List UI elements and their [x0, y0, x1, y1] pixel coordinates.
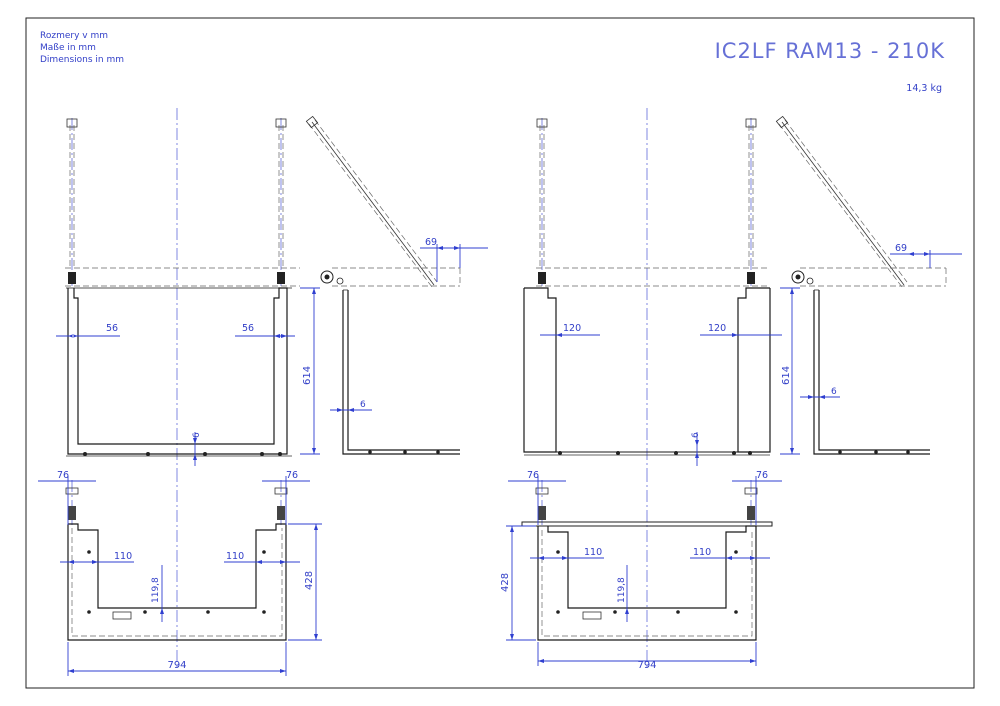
- dim-plan-depth-offset: 119,8: [617, 577, 627, 603]
- dim-bottom-gap: 6: [691, 432, 701, 438]
- dim-side-height: 614: [781, 366, 792, 385]
- right-side-view: 69 614 6: [775, 115, 962, 455]
- dim-left-gap: 120: [563, 323, 581, 334]
- drawing-title: IC2LF RAM13 - 210K: [715, 39, 946, 63]
- right-front-view: 120 120 6: [523, 108, 782, 470]
- dim-plan-edge-left: 76: [57, 470, 69, 481]
- units-note-cs: Rozmery v mm: [40, 31, 108, 41]
- dim-left-gap: 56: [106, 323, 118, 334]
- left-plan-view: 76 76 110 110 119,8 428 794: [38, 470, 322, 676]
- dim-side-height: 614: [302, 366, 313, 385]
- units-note-en: Dimensions in mm: [40, 55, 124, 65]
- dim-right-gap: 120: [708, 323, 726, 334]
- dim-lid-overhang: 69: [425, 237, 437, 248]
- dim-bottom-gap: 6: [192, 432, 202, 438]
- dim-plan-inset-left: 110: [584, 547, 602, 558]
- dim-plan-inset-right: 110: [226, 551, 244, 562]
- dim-plan-edge-right: 76: [756, 470, 768, 481]
- weight-label: 14,3 kg: [906, 83, 942, 94]
- dim-wall-thickness: 6: [831, 387, 837, 397]
- units-note-de: Maße in mm: [40, 43, 96, 53]
- dim-plan-edge-left: 76: [527, 470, 539, 481]
- dim-lid-overhang: 69: [895, 243, 907, 254]
- dim-plan-depth: 428: [304, 571, 315, 590]
- dim-plan-width: 794: [637, 660, 656, 671]
- right-plan-view: 76 76 110 110 119,8 428 794: [500, 470, 782, 671]
- left-front-view: 56 56 6: [56, 108, 300, 470]
- dim-right-gap: 56: [242, 323, 254, 334]
- dim-plan-depth-offset: 119,8: [151, 577, 161, 603]
- dim-plan-edge-right: 76: [286, 470, 298, 481]
- drawing-border: [25, 17, 975, 689]
- dim-plan-width: 794: [167, 660, 186, 671]
- dim-plan-inset-left: 110: [114, 551, 132, 562]
- left-side-view: 69 614 6: [300, 115, 488, 455]
- dim-plan-depth: 428: [500, 573, 511, 592]
- dim-plan-inset-right: 110: [693, 547, 711, 558]
- dim-wall-thickness: 6: [360, 400, 366, 410]
